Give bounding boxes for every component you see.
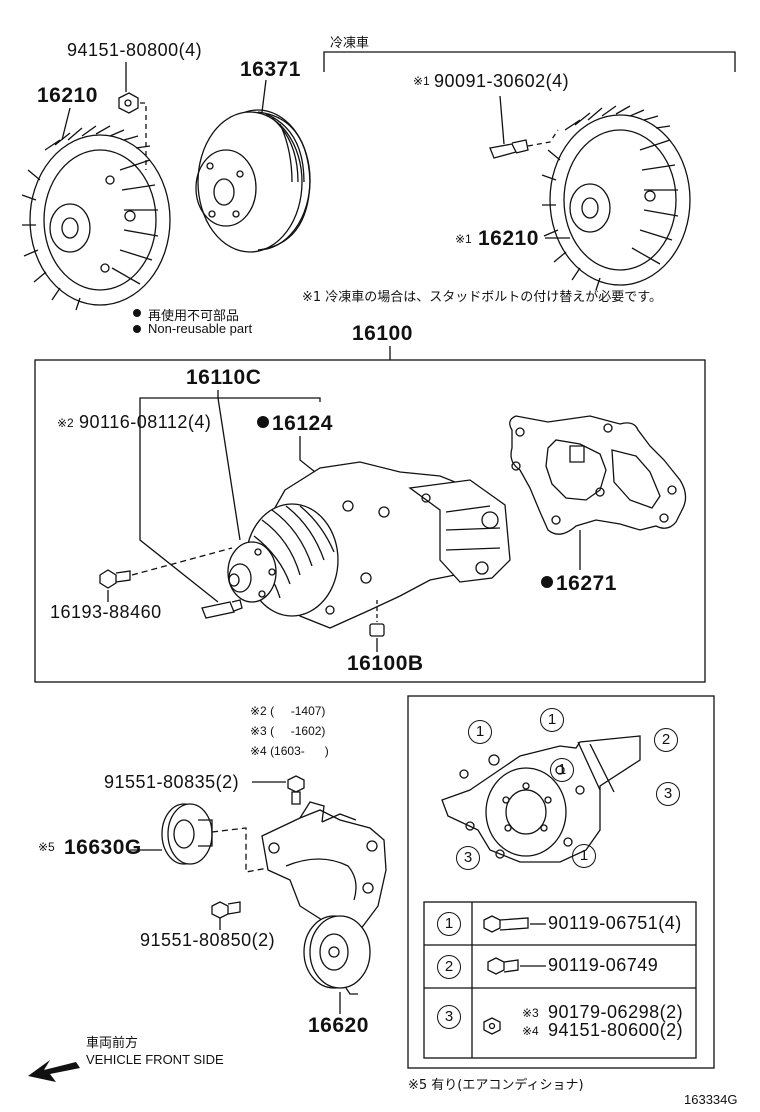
legend-table [423, 901, 697, 1059]
reefer-header: 冷凍車 [330, 36, 370, 51]
legend-row-3-part-b[interactable]: 94151-80600(2) [548, 1020, 684, 1040]
note-3: ※3 ( -1602) [250, 724, 326, 738]
part-label-91551-80835[interactable]: 91551-80835(2) [104, 772, 240, 792]
mark-5: ※5 [38, 840, 55, 854]
circle-mark-3: 3 [456, 846, 480, 870]
gasket-16271 [509, 415, 687, 570]
idler-pulley-16630G [130, 803, 269, 873]
bullet-dot [257, 416, 269, 428]
part-label-16371[interactable]: 16371 [240, 58, 301, 81]
stud-90116 [201, 599, 243, 619]
fan-clutch-right [541, 105, 691, 291]
mark-2: ※2 [57, 416, 74, 430]
legend-row-1-mark: 1 [437, 912, 461, 936]
legend-row-2-part[interactable]: 90119-06749 [548, 955, 659, 975]
note-2: ※2 ( -1407) [250, 704, 326, 718]
vehicle-front-arrow [28, 1060, 80, 1082]
bullet-dot [541, 576, 553, 588]
reefer-bracket [323, 51, 736, 72]
part-label-90091-30602[interactable]: 90091-30602(4) [434, 71, 570, 91]
circle-mark-1: 1 [468, 720, 492, 744]
pulley-16371 [195, 79, 311, 253]
stud-bolt-90091 [489, 95, 559, 159]
part-label-16100[interactable]: 16100 [352, 322, 413, 345]
circle-mark-1: 1 [540, 708, 564, 732]
fan-clutch-left [21, 125, 171, 311]
tensioner-pulley-16620 [303, 915, 371, 1014]
non-reusable-jp: 再使用不可部品 [148, 309, 240, 324]
legend-row-3-mark: 3 [437, 1005, 461, 1029]
bolt-91551-80850 [211, 901, 241, 930]
part-label-94151-80800[interactable]: 94151-80800(4) [67, 40, 203, 60]
note-4: ※4 (1603- ) [250, 744, 329, 758]
part-label-90116-08112[interactable]: 90116-08112(4) [79, 412, 212, 432]
legend-row-3-part-a[interactable]: 90179-06298(2) [548, 1002, 684, 1022]
bolt-91551-80835 [252, 775, 305, 805]
part-label-16620[interactable]: 16620 [308, 1014, 369, 1037]
part-label-16100B[interactable]: 16100B [347, 652, 424, 675]
legend-box [407, 695, 715, 1069]
vehicle-front-jp: 車両前方 [86, 1036, 139, 1051]
circle-mark-3: 3 [656, 782, 680, 806]
part-label-16271[interactable]: 16271 [556, 572, 617, 595]
nut-94151 [118, 62, 147, 170]
illustration-id: 163334G [684, 1092, 738, 1107]
circle-mark-1: 1 [572, 844, 596, 868]
water-pump [227, 461, 511, 629]
circle-mark-1: 1 [550, 758, 574, 782]
bracket-16110C [139, 397, 321, 402]
part-label-16193-88460[interactable]: 16193-88460 [50, 602, 162, 622]
part-label-16630G[interactable]: 16630G [64, 836, 142, 859]
bullet-dot [133, 309, 141, 317]
part-label-16110C[interactable]: 16110C [186, 366, 262, 389]
legend-row-1-part[interactable]: 90119-06751(4) [548, 913, 682, 933]
mark-1: ※1 [413, 74, 430, 88]
mark-1-b: ※1 [455, 232, 472, 246]
part-label-16210[interactable]: 16210 [37, 84, 98, 107]
note-5: ※5 有り(エアコンディショナ) [408, 1078, 584, 1093]
part-label-16124[interactable]: 16124 [272, 412, 333, 435]
pump-rear-view [441, 735, 641, 863]
mark-3: ※3 [522, 1006, 539, 1020]
water-pump-box [34, 359, 706, 683]
legend-row-2-mark: 2 [437, 955, 461, 979]
tensioner-bracket [261, 801, 387, 941]
circle-mark-2: 2 [654, 728, 678, 752]
bolt-16193 [99, 547, 233, 602]
vehicle-front-en: VEHICLE FRONT SIDE [86, 1052, 224, 1067]
part-label-16210-b[interactable]: 16210 [478, 227, 539, 250]
mark-4: ※4 [522, 1024, 539, 1038]
bullet-dot [133, 325, 141, 333]
part-label-91551-80850[interactable]: 91551-80850(2) [140, 930, 276, 950]
plug-16100B [369, 600, 385, 652]
non-reusable-en: Non-reusable part [148, 321, 253, 336]
note-1: ※1 冷凍車の場合は、スタッドボルトの付け替えが必要です。 [302, 290, 662, 305]
